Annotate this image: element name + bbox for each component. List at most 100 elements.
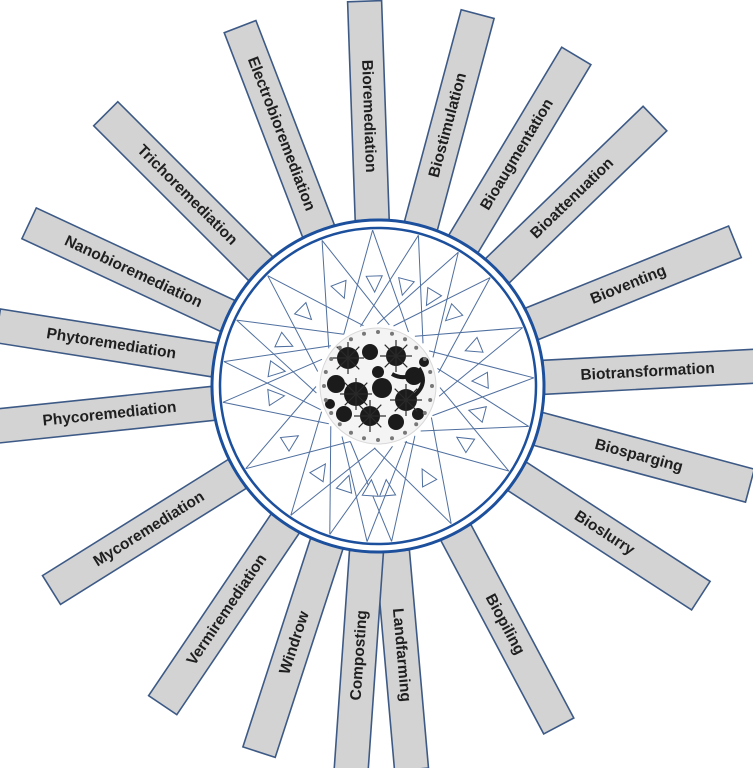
microbe-flagellum: [355, 393, 368, 406]
arrow-line: [391, 435, 416, 542]
arrow-line: [267, 275, 364, 327]
arrow-line: [393, 277, 491, 327]
arrow-line: [404, 441, 509, 472]
microbe-flagellum: [358, 404, 371, 417]
arrowhead: [293, 301, 313, 321]
arrowhead: [425, 286, 443, 307]
microbe-dot: [329, 411, 334, 415]
microbe-flagellum: [369, 404, 382, 417]
arrowhead: [361, 478, 380, 497]
microbe-flagellum: [395, 344, 408, 357]
microbe-dot: [349, 430, 353, 435]
arrow-line: [432, 377, 534, 417]
microbe-flagellum: [336, 357, 349, 370]
arrow-line: [359, 235, 419, 327]
arrow-line: [245, 386, 317, 470]
microbe-dot: [323, 398, 328, 402]
arrow-line: [414, 327, 523, 337]
ray-electrobioremediation: Electrobioremediation: [223, 19, 336, 239]
microbe-dot: [390, 331, 394, 336]
arrowhead: [365, 275, 383, 294]
arrow-line: [430, 417, 452, 524]
microbe-dot: [349, 337, 353, 342]
microbe-dot: [329, 357, 334, 361]
arrowhead: [378, 478, 397, 497]
microbe-flagellum: [344, 382, 357, 395]
arrow-line: [366, 440, 408, 542]
arrowhead: [279, 435, 300, 453]
microbe-dot: [403, 337, 407, 342]
arrowhead: [267, 388, 286, 407]
arrow-line: [245, 441, 351, 470]
microbe-flagellum: [347, 357, 360, 370]
microbe-flagellum: [384, 355, 397, 368]
microbe-flagellum: [405, 399, 418, 412]
arrow-line: [437, 367, 529, 427]
ray-label-bioattenuation: Bioattenuation: [527, 155, 617, 243]
microbe-dot: [428, 398, 433, 402]
ray-phycoremediation: Phycoremediation: [0, 385, 216, 444]
arrow-line: [373, 447, 452, 525]
ray-bioremediation: Bioremediation: [346, 0, 391, 222]
arrowhead: [470, 371, 489, 389]
microbe-shape: [325, 399, 335, 409]
microbe-dot: [322, 384, 326, 388]
arrowhead: [455, 436, 476, 454]
outer-ring: [210, 218, 546, 554]
arrow-line: [290, 447, 376, 516]
arrowhead: [267, 360, 287, 378]
microbe-dot: [403, 430, 407, 435]
ray-label-bioremediation: Bioremediation: [358, 60, 379, 173]
ray-bioventing: Bioventing: [524, 224, 743, 341]
microbe-dot: [376, 330, 380, 334]
arrow-line: [321, 240, 390, 326]
microbe-dot: [422, 411, 427, 415]
microbe-dot: [362, 436, 366, 441]
arrow-line: [236, 319, 317, 394]
ray-composting: Composting: [333, 549, 385, 768]
arrowhead: [330, 279, 347, 300]
arrow-line: [222, 401, 329, 425]
microbe-dot: [422, 357, 427, 361]
ray-label-mycoremediation: Mycoremediation: [90, 488, 207, 570]
microbe-dot: [428, 370, 433, 374]
microbe-shape: [362, 344, 378, 360]
microbe-dot: [337, 345, 342, 350]
microbe-dot: [414, 422, 419, 427]
arrow-line: [329, 446, 393, 535]
microbe-flagellum: [355, 382, 368, 395]
microbe-flagellum: [369, 415, 382, 428]
arrow-line: [222, 358, 323, 403]
microbe-dot: [414, 345, 419, 350]
microbe-dot: [362, 331, 366, 336]
microbe-flagellum: [395, 355, 408, 368]
arrow-line: [417, 235, 424, 344]
ray-label-bioaugmentation: Bioaugmentation: [477, 96, 557, 213]
arrow-line: [223, 345, 331, 363]
ray-biotransformation: Biotransformation: [542, 348, 753, 396]
arrow-line: [290, 411, 323, 516]
ray-phytoremediation: Phytoremediation: [0, 308, 218, 378]
arrow-line: [341, 436, 368, 542]
arrow-line: [428, 350, 534, 379]
arrow-line: [420, 425, 529, 432]
arrowhead: [274, 331, 294, 348]
microbe-shape: [336, 406, 352, 422]
arrow-line: [377, 251, 459, 325]
microbe-flagellum: [394, 399, 407, 412]
arrow-line: [438, 277, 491, 373]
microbe-shape: [372, 366, 384, 378]
arrowhead: [335, 474, 353, 494]
ray-label-trichoremediation: Trichoremediation: [134, 142, 241, 249]
microbe-flagellum: [405, 388, 418, 401]
arrow-line: [223, 361, 321, 411]
ray-label-nanobioremediation: Nanobioremediation: [62, 233, 205, 312]
microbe-shape: [388, 414, 404, 430]
arrowhead: [308, 462, 327, 483]
microbe-dot: [390, 436, 394, 441]
arrowhead: [421, 468, 438, 488]
microbe-shape: [372, 378, 392, 398]
microbe-strand: [391, 366, 425, 398]
ray-windrow: Windrow: [241, 537, 344, 759]
ray-landfarming: Landfarming: [374, 549, 430, 768]
